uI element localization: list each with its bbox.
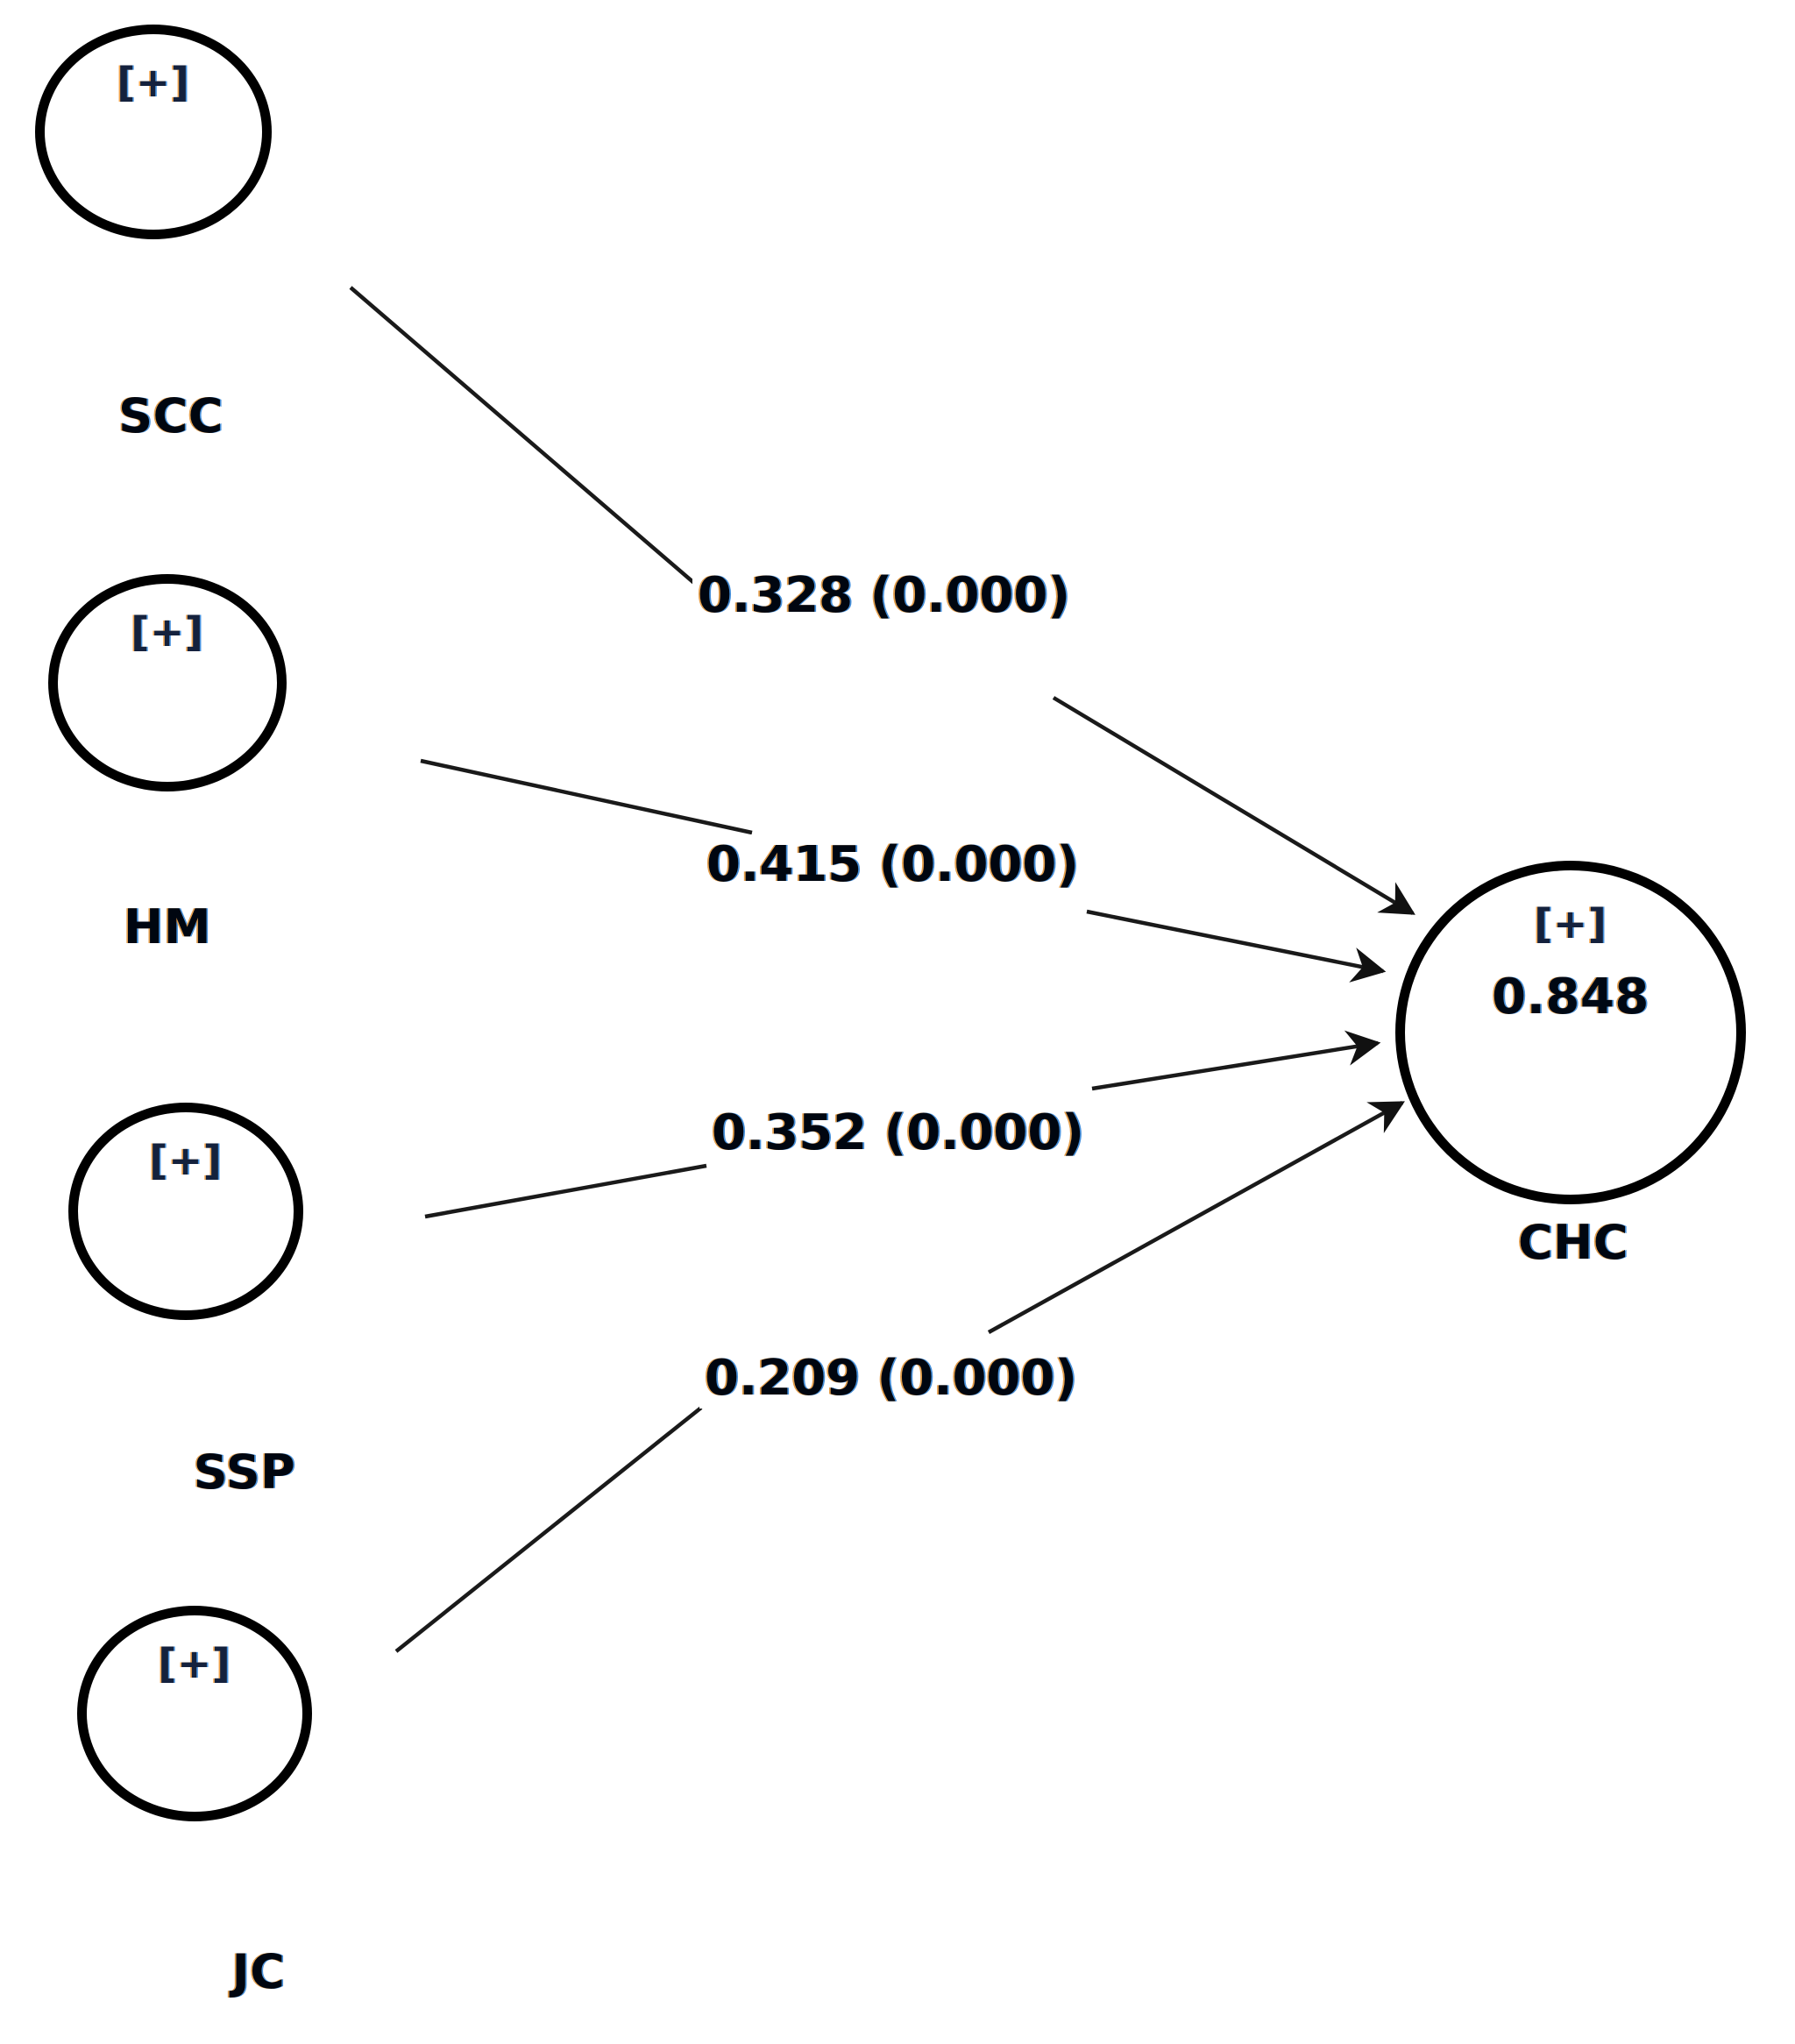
path-label-ssp-chc: 0.352 (0.000)	[706, 1103, 1089, 1163]
node-scc[interactable]: [+]	[35, 25, 272, 239]
path-line-scc-b	[1052, 696, 1415, 915]
path-label-jc-chc: 0.209 (0.000)	[699, 1348, 1082, 1409]
node-hm-label: HM	[124, 899, 211, 955]
path-line-scc-a	[349, 286, 703, 591]
node-scc-sign: [+]	[117, 59, 190, 106]
path-line-ssp-a	[424, 1163, 707, 1219]
path-line-jc-a	[394, 1406, 703, 1653]
node-ssp-sign: [+]	[149, 1137, 223, 1184]
node-hm-sign: [+]	[131, 608, 204, 656]
node-ssp[interactable]: [+]	[68, 1103, 303, 1320]
node-jc-label: JC	[231, 1944, 286, 1999]
node-scc-label: SCC	[118, 388, 223, 444]
node-chc-r2: 0.848	[1492, 969, 1650, 1026]
node-ssp-label: SSP	[193, 1444, 296, 1500]
node-chc[interactable]: [+] 0.848	[1395, 861, 1746, 1204]
path-label-hm-chc: 0.415 (0.000)	[701, 834, 1084, 895]
node-chc-label: CHC	[1518, 1215, 1628, 1270]
node-chc-sign: [+]	[1534, 900, 1607, 947]
node-jc-sign: [+]	[158, 1640, 231, 1687]
path-line-hm-b	[1086, 909, 1387, 983]
path-line-ssp-b	[1091, 1030, 1381, 1091]
node-hm[interactable]: [+]	[48, 574, 287, 791]
node-jc[interactable]: [+]	[77, 1606, 312, 1821]
path-label-scc-chc: 0.328 (0.000)	[692, 565, 1075, 626]
path-line-hm-a	[420, 758, 753, 835]
